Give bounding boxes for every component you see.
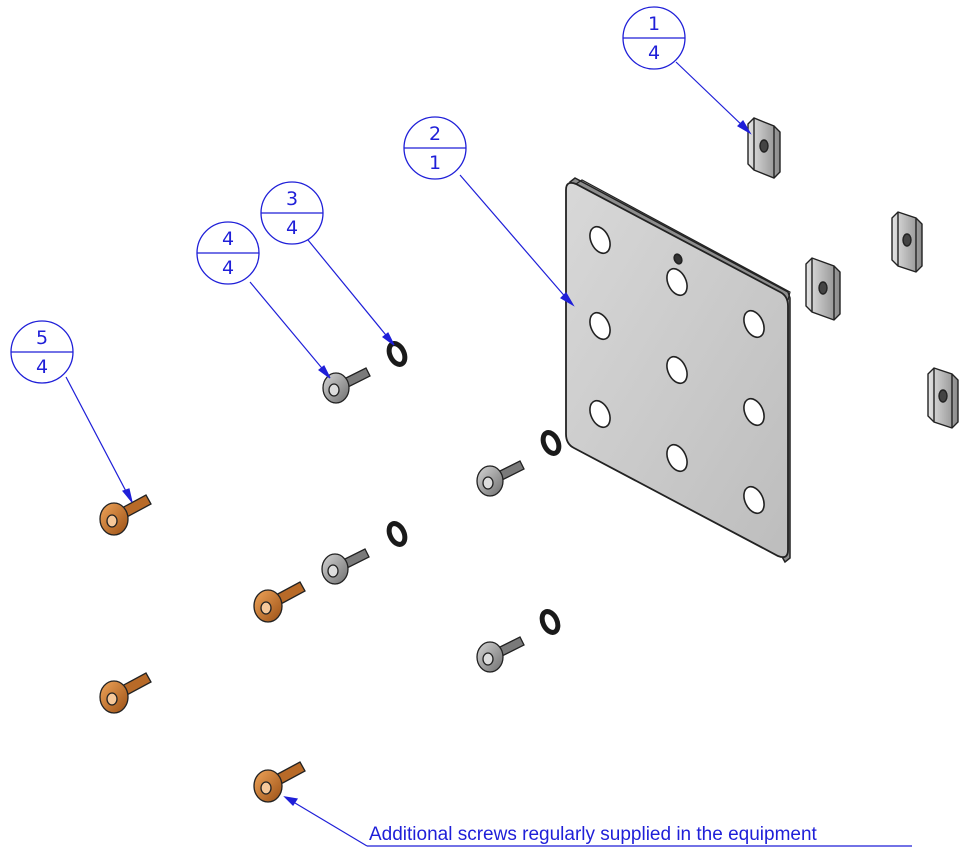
- copper-screw: [253, 761, 306, 803]
- balloon-item-number: 5: [36, 327, 48, 349]
- balloon-item-3: 3 4: [260, 181, 324, 245]
- balloon-item-number: 1: [648, 13, 660, 35]
- copper-screw: [99, 494, 152, 536]
- slot-nut: [805, 257, 841, 321]
- mounting-plate: [565, 177, 791, 564]
- balloon-item-2: 2 1: [403, 116, 467, 180]
- copper-screw: [99, 672, 152, 714]
- balloon-quantity: 4: [222, 257, 234, 279]
- washer: [539, 609, 561, 635]
- washer: [386, 341, 408, 367]
- balloon-item-number: 4: [222, 228, 234, 250]
- steel-screws: [321, 367, 525, 673]
- balloon-item-4: 4 4: [196, 221, 260, 285]
- copper-screws: [99, 494, 306, 803]
- plate-holes: [589, 225, 765, 515]
- slot-nuts: [747, 117, 959, 429]
- slot-nut: [747, 117, 781, 179]
- steel-screw: [476, 636, 525, 673]
- balloon-quantity: 4: [36, 356, 48, 378]
- steel-screw: [476, 460, 525, 497]
- washer: [540, 430, 562, 456]
- balloon-item-5: 5 4: [10, 320, 74, 384]
- steel-screw: [322, 367, 371, 404]
- balloon-quantity: 1: [429, 152, 441, 174]
- balloon-item-1: 1 4: [622, 6, 686, 70]
- balloon-item-number: 3: [286, 188, 298, 210]
- additional-screws-note: Additional screws regularly supplied in …: [369, 824, 818, 845]
- washer: [386, 521, 408, 547]
- leader-lines: [65, 61, 912, 847]
- balloon-quantity: 4: [286, 217, 298, 239]
- steel-screw: [321, 548, 370, 585]
- balloon-item-number: 2: [429, 123, 441, 145]
- washers: [386, 341, 562, 635]
- balloon-quantity: 4: [648, 42, 660, 64]
- slot-nut: [927, 367, 959, 429]
- slot-nut: [891, 211, 923, 273]
- copper-screw: [253, 581, 306, 623]
